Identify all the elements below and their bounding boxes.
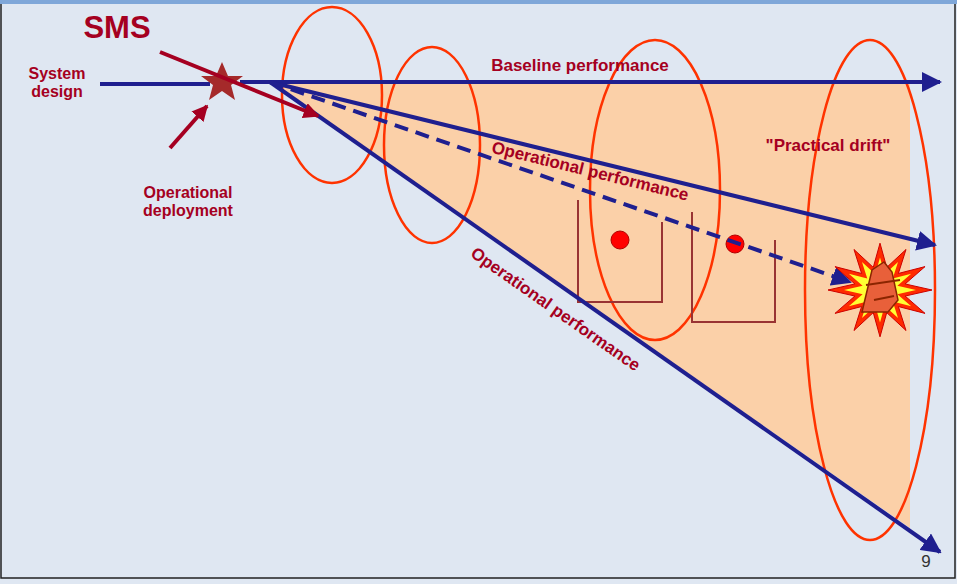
slide-frame [1,4,955,578]
page-number: 9 [921,553,930,572]
crashing-aircraft [862,262,898,312]
sms-label: SMS [83,11,150,45]
system-design-label: System design [17,65,97,100]
event-boxes [578,200,775,322]
aircraft-wings [866,280,900,300]
explosion-outer [828,243,932,337]
performance-lines [100,82,940,552]
phase-ellipses [282,7,935,540]
top-bar [0,0,957,4]
event-dots [611,231,744,253]
drift-label: "Practical drift" [766,137,891,156]
baseline-label: Baseline performance [491,57,669,76]
deployment-label: Operational deployment [128,184,248,219]
accident-explosion [828,243,932,337]
pointer-arrows [160,52,318,148]
explosion-inner [844,258,916,323]
